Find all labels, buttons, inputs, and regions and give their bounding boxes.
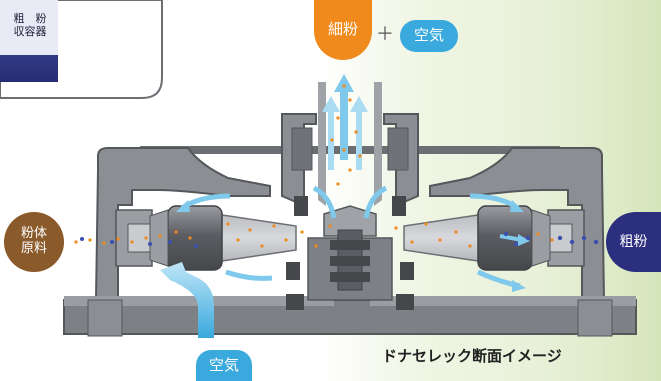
plus-sign: ＋ [376,24,394,45]
air-in-badge: 空気 [196,350,252,381]
air-out-badge: 空気 [400,20,458,52]
fine-powder-badge: 細粉 [314,0,372,60]
diagram-caption: ドナセレック断面イメージ [382,347,562,365]
raw-powder-badge: 粉体原料 [4,212,64,272]
coarse-powder-badge: 粗粉 [606,212,661,272]
receiver-label: 粗 粉 収容器 [13,12,47,38]
